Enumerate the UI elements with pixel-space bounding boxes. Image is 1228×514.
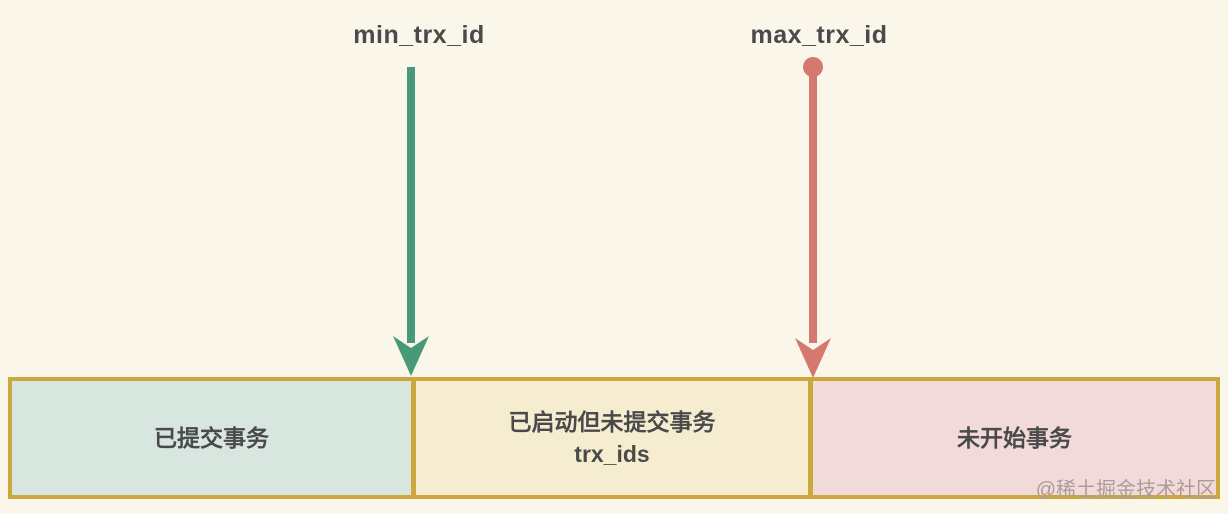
watermark: @稀土掘金技术社区: [1035, 479, 1216, 501]
section-committed-label: 已提交事务: [154, 424, 269, 451]
max-trx-down-arrow-icon: [795, 57, 831, 378]
min-trx-id-label: min_trx_id: [353, 21, 485, 49]
section-committed: 已提交事务: [12, 381, 411, 495]
section-not-started: 未开始事务: [813, 381, 1216, 495]
section-active-sublabel: trx_ids: [574, 441, 650, 467]
section-active-uncommitted: 已启动但未提交事务 trx_ids: [411, 381, 813, 495]
section-active-label: 已启动但未提交事务: [508, 408, 716, 435]
min-trx-down-arrow-icon: [393, 67, 429, 376]
transaction-timeline-bar: 已提交事务 已启动但未提交事务 trx_ids 未开始事务: [8, 377, 1220, 499]
max-trx-id-label: max_trx_id: [750, 21, 888, 49]
section-not-started-label: 未开始事务: [957, 424, 1072, 451]
